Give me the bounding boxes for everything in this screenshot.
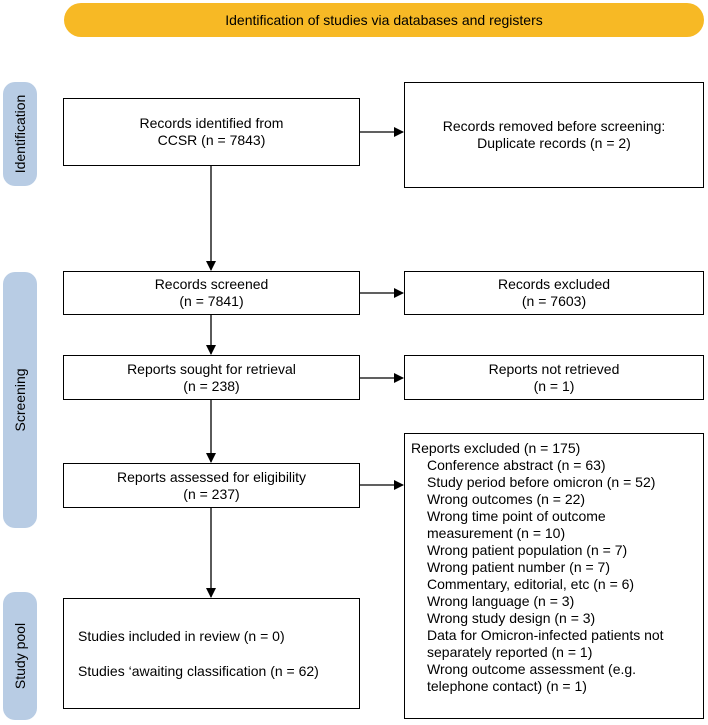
header-banner: Identification of studies via databases … (64, 3, 704, 37)
records-identified-line2: CCSR (n = 7843) (157, 132, 266, 148)
exclusion-reason: Wrong time point of outcome (427, 508, 606, 524)
exclusion-reason: Data for Omicron-infected patients not (427, 627, 664, 643)
reports-excluded-title: Reports excluded (n = 175) (411, 440, 581, 456)
reports-sought-line2: (n = 238) (183, 377, 240, 394)
records-excluded-box: Records excluded (n = 7603) (404, 271, 704, 315)
reports-excluded-box: Reports excluded (n = 175) Conference ab… (404, 433, 704, 719)
records-identified-line1: Records identified from (139, 115, 284, 131)
reports-assessed-line1: Reports assessed for eligibility (116, 468, 307, 485)
exclusion-reason: Commentary, editorial, etc (n = 6) (427, 576, 635, 592)
exclusion-reason: Wrong language (n = 3) (427, 593, 575, 609)
reports-not-retrieved-line1: Reports not retrieved (488, 360, 620, 377)
exclusion-reason: Wrong outcomes (n = 22) (427, 491, 586, 507)
records-removed-box: Records removed before screening: Duplic… (404, 82, 704, 188)
studies-awaiting-text: Studies ‘awaiting classification (n = 62… (78, 662, 319, 679)
reports-assessed-line2: (n = 237) (183, 485, 240, 502)
records-removed-line2: Duplicate records (n = 2) (477, 135, 631, 151)
exclusion-reason: separately reported (n = 1) (427, 644, 593, 660)
records-screened-line1: Records screened (154, 276, 269, 292)
phase-study-pool: Study pool (3, 592, 37, 720)
records-screened-box: Records screened (n = 7841) (63, 271, 360, 315)
exclusion-reason: Study period before omicron (n = 52) (427, 474, 656, 490)
studies-included-text: Studies included in review (n = 0) (78, 627, 285, 644)
exclusion-reason: Wrong patient number (n = 7) (427, 559, 611, 575)
exclusion-reason: Wrong study design (n = 3) (427, 610, 596, 626)
reports-not-retrieved-line2: (n = 1) (533, 377, 575, 394)
exclusion-reason: Wrong patient population (n = 7) (427, 542, 628, 558)
phase-identification: Identification (3, 82, 37, 186)
studies-included-box: Studies included in review (n = 0) Studi… (63, 598, 360, 709)
records-excluded-line2: (n = 7603) (521, 293, 587, 309)
reports-sought-box: Reports sought for retrieval (n = 238) (63, 355, 360, 400)
records-screened-line2: (n = 7841) (179, 293, 244, 309)
exclusion-reason: telephone contact) (n = 1) (427, 678, 587, 694)
header-title: Identification of studies via databases … (225, 12, 543, 28)
exclusion-reason: measurement (n = 10) (427, 525, 566, 541)
records-identified-box: Records identified from CCSR (n = 7843) (63, 98, 360, 166)
phase-screening: Screening (3, 272, 37, 528)
reports-not-retrieved-box: Reports not retrieved (n = 1) (404, 355, 704, 400)
exclusion-reason: Conference abstract (n = 63) (427, 457, 606, 473)
reports-sought-line1: Reports sought for retrieval (127, 360, 296, 377)
records-excluded-line1: Records excluded (497, 276, 611, 292)
records-removed-line1: Records removed before screening: (442, 118, 666, 134)
reports-assessed-box: Reports assessed for eligibility (n = 23… (63, 463, 360, 508)
exclusion-reason: Wrong outcome assessment (e.g. (427, 661, 637, 677)
